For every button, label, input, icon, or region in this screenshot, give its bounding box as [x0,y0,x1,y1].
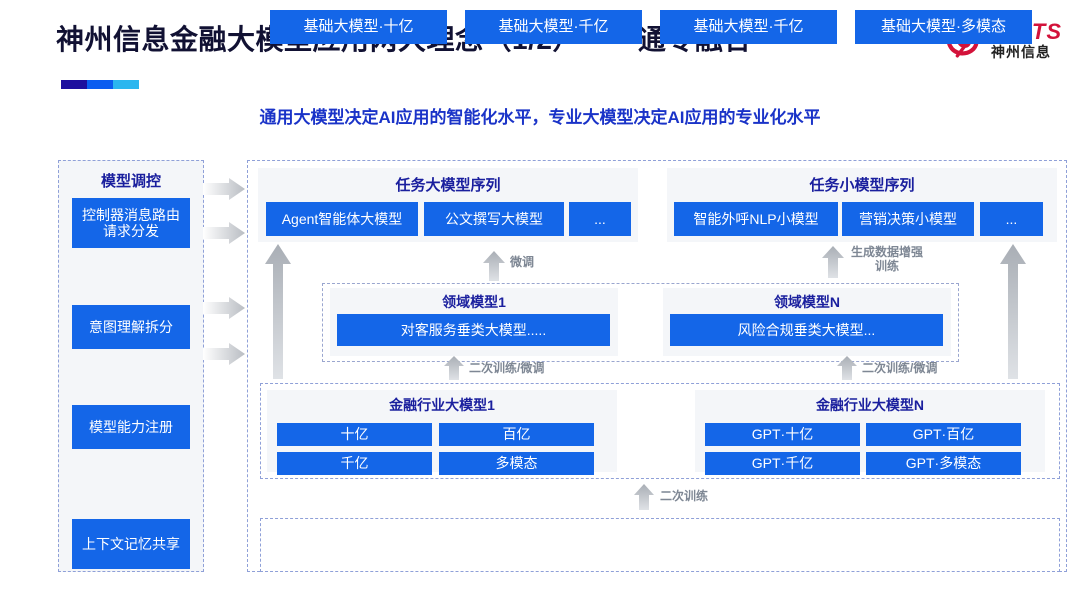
accent-segment-3 [113,80,139,89]
finance-model-1-item-2[interactable]: 百亿 [439,423,594,446]
task-big-model-item-more[interactable]: ... [569,202,631,236]
accent-segment-1 [61,80,87,89]
flow-arrow-up-retrain-base [634,484,654,510]
task-big-model-item-agent[interactable]: Agent智能体大模型 [266,202,418,236]
control-item-context[interactable]: 上下文记忆共享 [72,519,190,569]
model-control-title: 模型调控 [100,173,161,190]
connector-arrow-right-3 [203,297,245,319]
flow-arrow-up-left-tall [265,244,291,379]
domain-model-n-item[interactable]: 风险合规垂类大模型... [670,314,943,346]
connector-arrow-right-2 [203,222,245,244]
domain-model-1-item[interactable]: 对客服务垂类大模型..... [337,314,610,346]
finance-model-1-title: 金融行业大模型1 [389,397,495,413]
domain-model-n-title: 领域模型N [773,294,841,310]
flow-arrow-up-retrain-right [837,356,857,380]
base-model-item-2[interactable]: 基础大模型·千亿 [465,10,642,44]
base-model-item-4[interactable]: 基础大模型·多模态 [855,10,1032,44]
flow-arrow-up-retrain-left [444,356,464,380]
flow-arrow-up-right-tall [1000,244,1026,379]
flow-arrow-up-fine-tune [483,251,505,281]
accent-segment-2 [87,80,113,89]
base-model-item-1[interactable]: 基础大模型·十亿 [270,10,447,44]
task-big-model-title: 任务大模型序列 [395,177,501,194]
base-model-item-3[interactable]: 基础大模型·千亿 [660,10,837,44]
control-item-router[interactable]: 控制器消息路由请求分发 [72,198,190,248]
finance-model-n-title: 金融行业大模型N [815,397,925,413]
title-accent-bar [61,80,139,89]
domain-model-1-title: 领域模型1 [442,294,506,310]
flow-label-fine-tune: 微调 [510,255,535,269]
finance-model-1-item-4[interactable]: 多模态 [439,452,594,475]
flow-label-retrain-right: 二次训练/微调 [862,361,938,375]
task-small-model-item-marketing[interactable]: 营销决策小模型 [842,202,974,236]
task-big-model-item-doc[interactable]: 公文撰写大模型 [424,202,564,236]
finance-model-1-item-1[interactable]: 十亿 [277,423,432,446]
control-item-capability[interactable]: 模型能力注册 [72,405,190,449]
base-models-panel [260,518,1060,572]
connector-arrow-right-4 [203,343,245,365]
control-item-intent[interactable]: 意图理解拆分 [72,305,190,349]
finance-model-n-item-2[interactable]: GPT·百亿 [866,423,1021,446]
finance-model-n-item-3[interactable]: GPT·千亿 [705,452,860,475]
flow-arrow-up-data-aug [822,246,844,278]
page-subtitle: 通用大模型决定AI应用的智能化水平，专业大模型决定AI应用的专业化水平 [259,108,821,127]
connector-arrow-right-1 [203,178,245,200]
flow-label-retrain-base: 二次训练 [660,489,709,503]
finance-model-n-item-4[interactable]: GPT·多模态 [866,452,1021,475]
flow-label-retrain-left: 二次训练/微调 [469,361,545,375]
flow-label-data-aug: 生成数据增强 训练 [851,245,924,273]
task-small-model-item-more[interactable]: ... [980,202,1043,236]
task-small-model-item-nlp[interactable]: 智能外呼NLP小模型 [674,202,838,236]
finance-model-n-item-1[interactable]: GPT·十亿 [705,423,860,446]
finance-model-1-item-3[interactable]: 千亿 [277,452,432,475]
logo-text-cn: 神州信息 [991,44,1051,60]
task-small-model-title: 任务小模型序列 [809,177,915,194]
